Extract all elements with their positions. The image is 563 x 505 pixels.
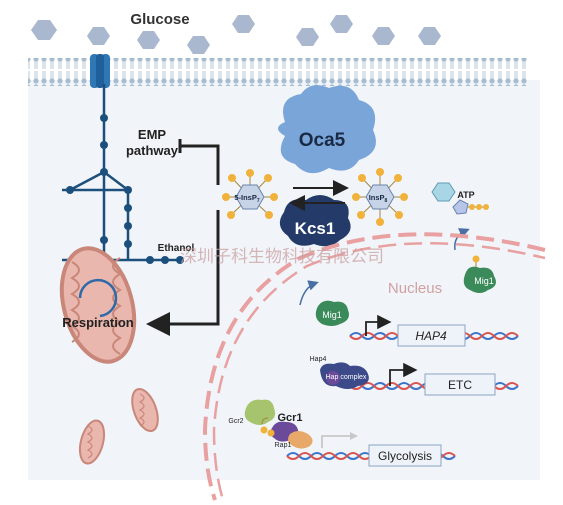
respiration-arrow (146, 210, 220, 336)
mitochondrion-large (59, 246, 137, 364)
ethanol-label: Ethanol (158, 243, 195, 254)
respiration-label: Respiration (62, 315, 134, 330)
glycolysis-label: Glycolysis (378, 449, 432, 463)
inhibition-line (180, 144, 220, 185)
rap1-protein: Rap1 (275, 431, 313, 449)
atp-to-mig1-arrow (454, 228, 470, 251)
rap1-label: Rap1 (275, 442, 292, 449)
svg-text:InsP8: InsP8 (369, 193, 388, 204)
plasma-membrane (28, 58, 528, 86)
pathway-nodes (66, 114, 184, 264)
glycolysis-promoter-arrow (321, 435, 352, 448)
gcr2-protein: Gcr2 (228, 399, 276, 434)
oca5-label: Oca5 (299, 130, 346, 151)
mig1-nucleus: Mig1 (315, 300, 349, 326)
insp7-label: 5-InsP (234, 193, 257, 202)
gene-box-etc: ETC (424, 373, 496, 396)
mig1-import-arrow (299, 280, 319, 306)
gcr2-label: Gcr2 (228, 418, 243, 425)
emp-label-line2: pathway (126, 143, 179, 158)
mig1-nucleus-label: Mig1 (322, 310, 342, 320)
mig1-cytoplasm-label: Mig1 (474, 276, 494, 286)
etc-promoter-arrow (389, 362, 418, 386)
insp8-label: InsP (369, 193, 385, 202)
hap4-promoter-arrow (365, 314, 392, 336)
gcr1-protein: Gcr1 (267, 412, 303, 442)
insp8-subscript: 8 (385, 198, 388, 204)
hap-complex: Hap4 Hap complex (310, 356, 369, 389)
hap-complex-label: Hap complex (326, 374, 367, 381)
glucose-label: Glucose (130, 11, 189, 28)
gcr1-label: Gcr1 (277, 412, 302, 424)
glucose-molecules (31, 15, 441, 54)
watermark: 深圳子科生物科技有限公司 (180, 247, 384, 266)
nuclear-envelope (202, 232, 546, 501)
hap4-protein-label: Hap4 (310, 356, 327, 363)
gene-box-glycolysis: Glycolysis (368, 444, 442, 467)
mitochondrion-small-2 (78, 419, 106, 465)
kcs1-label: Kcs1 (295, 219, 336, 238)
svg-text:5-InsP7: 5-InsP7 (234, 193, 260, 204)
atp-label: ATP (457, 190, 474, 200)
etc-label: ETC (448, 378, 472, 392)
insp7-subscript: 7 (257, 198, 260, 204)
glucose-transporter (90, 54, 110, 88)
oca5-protein: Oca5 (278, 85, 376, 174)
atp-molecule: ATP (431, 182, 489, 215)
inositol-insp8: InsP8 (352, 168, 408, 226)
inositol-5-insp7: 5-InsP7 (222, 169, 278, 219)
mig1-cytoplasm: Mig1 (463, 255, 496, 293)
gene-box-hap4: HAP4 (397, 324, 466, 347)
nucleus-label: Nucleus (388, 280, 442, 297)
emp-label-line1: EMP (138, 127, 167, 142)
hap4-gene-label: HAP4 (415, 329, 447, 343)
mitochondrion-small-1 (131, 387, 159, 433)
